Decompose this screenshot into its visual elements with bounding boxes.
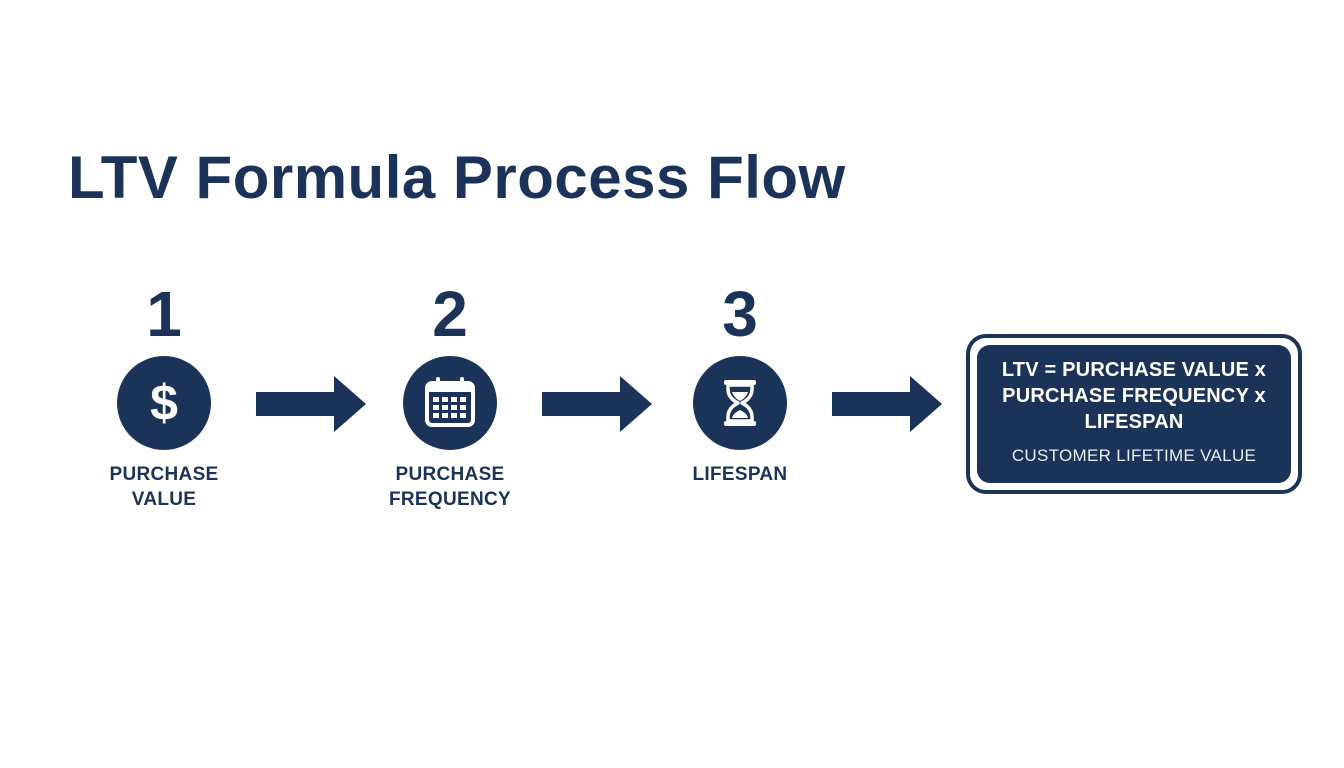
step-lifespan: 3 LIFESPAN (640, 280, 840, 487)
step-purchase-frequency: 2 PURCHASE FREQUENCY (350, 280, 550, 512)
step-number: 1 (146, 278, 182, 350)
arrow-right-icon (832, 376, 942, 432)
hourglass-icon (693, 356, 787, 450)
arrow-right-icon (542, 376, 652, 432)
diagram-title: LTV Formula Process Flow (68, 144, 846, 211)
dollar-icon: $ (117, 356, 211, 450)
ltv-result-box: LTV = PURCHASE VALUE x PURCHASE FREQUENC… (966, 334, 1302, 494)
step-purchase-value: 1 $ PURCHASE VALUE (64, 280, 264, 512)
step-number: 3 (722, 278, 758, 350)
arrow-right-icon (256, 376, 366, 432)
step-number: 2 (432, 278, 468, 350)
step-label: PURCHASE FREQUENCY (389, 464, 511, 510)
step-label: PURCHASE VALUE (109, 464, 219, 510)
ltv-formula: LTV = PURCHASE VALUE x PURCHASE FREQUENC… (1001, 359, 1267, 433)
svg-text:$: $ (150, 375, 178, 431)
ltv-caption: CUSTOMER LIFETIME VALUE (1011, 446, 1257, 465)
ltv-result-panel: LTV = PURCHASE VALUE x PURCHASE FREQUENC… (977, 345, 1291, 483)
calendar-icon (403, 356, 497, 450)
step-label: LIFESPAN (692, 464, 788, 485)
